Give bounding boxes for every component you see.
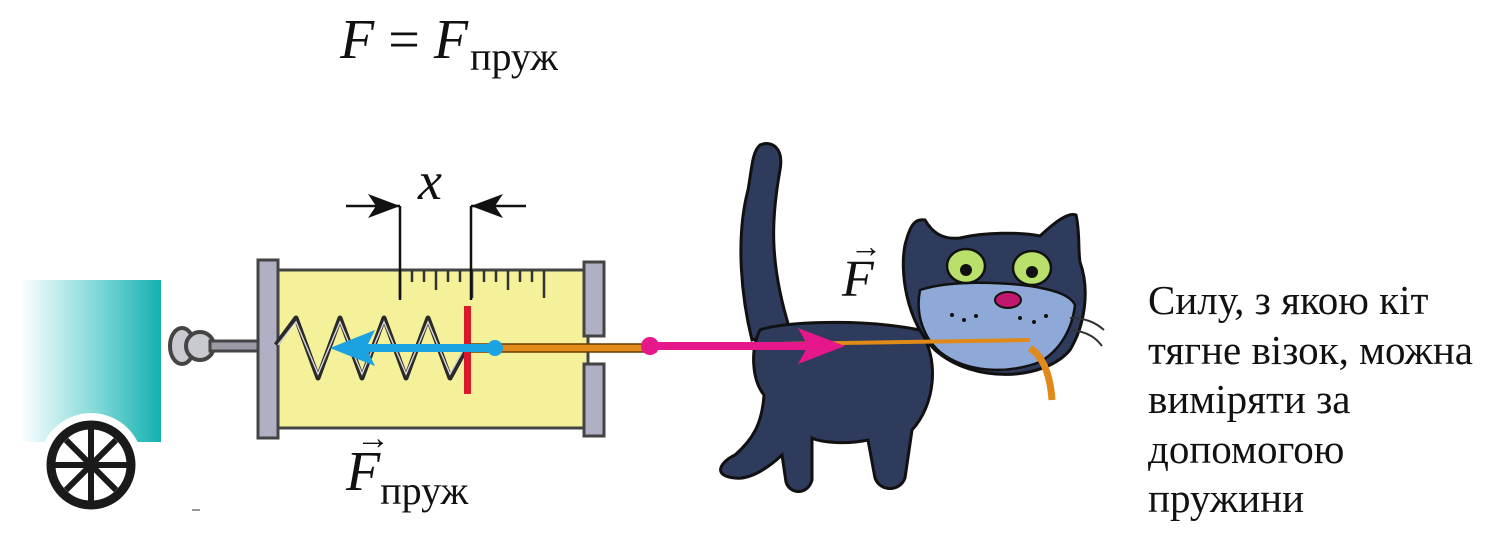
caption-line: Силу, з якою кіт [1148, 277, 1429, 323]
cat-nose-icon [994, 291, 1022, 309]
caption-line: виміряти за [1148, 376, 1351, 422]
dynamometer-right-cap-top [582, 260, 606, 338]
formula: F=Fпруж [340, 8, 558, 79]
cat [649, 142, 1105, 493]
formula-equals: = [388, 9, 420, 71]
spring-force-arrow [330, 330, 503, 366]
cat-whiskers [1069, 317, 1105, 347]
cat-force-symbol: F [842, 251, 874, 308]
formula-rhs-subscript: пруж [470, 34, 559, 79]
cart-wheel-icon [46, 420, 136, 510]
formula-rhs-symbol: F [433, 9, 469, 71]
dynamometer-right-cap-bottom [582, 362, 606, 438]
dynamometer-left-cap [256, 258, 280, 440]
caption-line: допомогою [1148, 425, 1345, 472]
vector-arrow-icon: → [850, 228, 882, 264]
extension-marker [346, 194, 526, 300]
spring-force-label: →Fпруж [346, 420, 468, 513]
cat-force-arrow [641, 328, 845, 364]
vector-arrow-icon: → [356, 420, 390, 457]
formula-lhs: F [340, 9, 375, 71]
cat-force-label: →F [842, 228, 882, 309]
spring-force-subscript: пруж [380, 468, 469, 513]
caption: Силу, з якою кіт тягне візок, можна вимі… [1148, 276, 1508, 524]
cat-eyes-icon [945, 247, 1053, 287]
cat-tail [739, 142, 792, 342]
spring-force-symbol: F [346, 441, 381, 503]
caption-line: пружини [1148, 475, 1305, 521]
cat-string [1027, 345, 1056, 401]
dynamometer [256, 258, 657, 440]
cart [20, 280, 161, 517]
caption-line: тягне візок, можна [1148, 326, 1473, 373]
extension-label: x [418, 151, 442, 211]
hook-icon [168, 326, 264, 366]
cat-face [917, 281, 1077, 372]
